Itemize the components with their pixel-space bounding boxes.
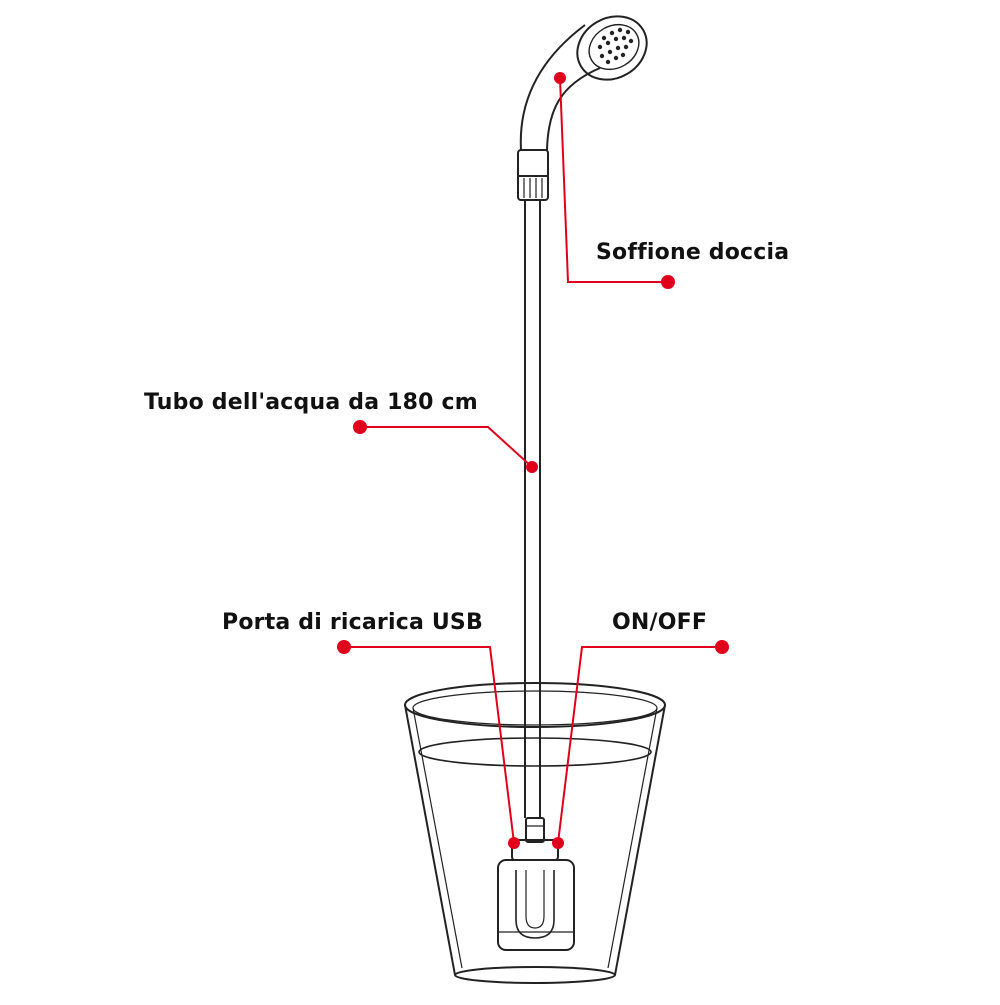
callout-hose	[353, 420, 538, 473]
bucket-icon	[404, 682, 666, 984]
callout-onoff	[552, 640, 729, 849]
pump-icon	[497, 817, 575, 951]
label-showerhead: Soffione doccia	[596, 240, 790, 265]
label-on-off: ON/OFF	[612, 610, 708, 635]
shower-head-icon	[519, 15, 648, 151]
label-usb-port: Porta di ricarica USB	[222, 610, 483, 635]
callout-usb	[337, 640, 520, 849]
label-hose: Tubo dell'acqua da 180 cm	[144, 390, 478, 415]
callout-showerhead	[554, 72, 675, 289]
hose-icon	[517, 149, 549, 818]
